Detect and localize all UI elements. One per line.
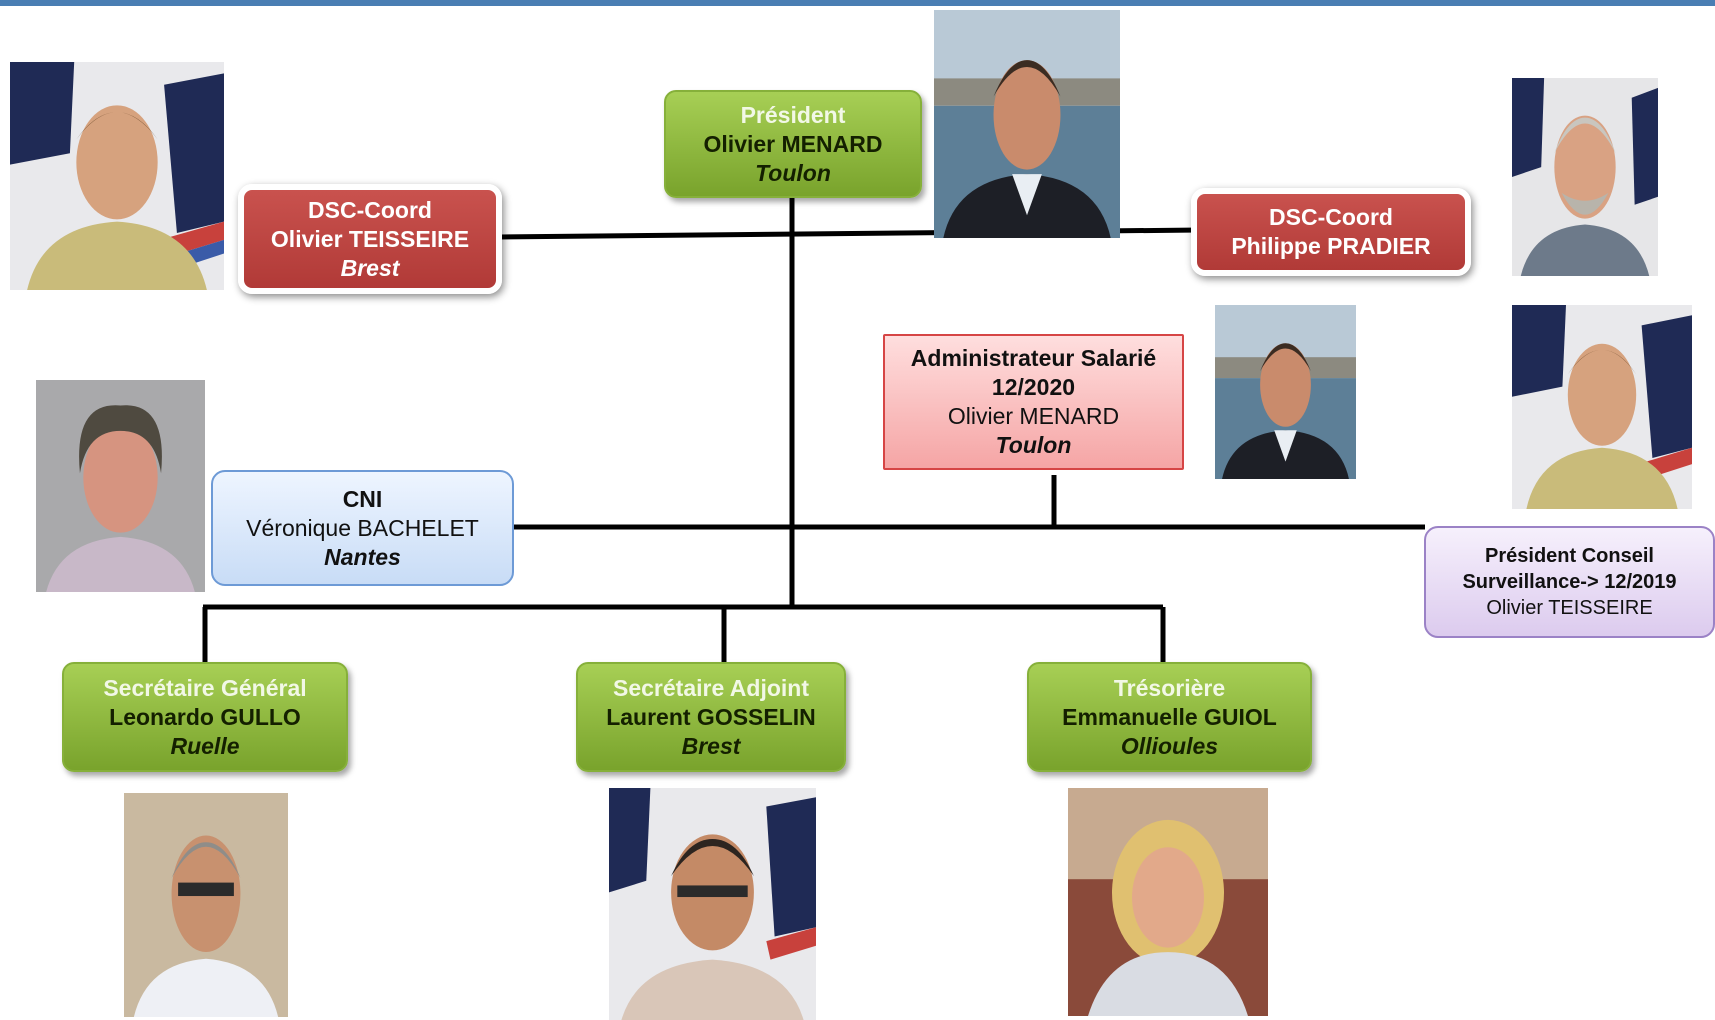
dsc-left-name: Olivier TEISSEIRE [270,225,470,252]
conseil-title-1: Président Conseil [1485,545,1654,567]
portrait-pradier [1512,78,1658,276]
portrait-gosselin [609,788,816,1020]
dsc-right-name: Philippe PRADIER [1231,233,1431,259]
president-title: Président [740,101,846,128]
administrateur-title: Administrateur Salarié [910,345,1157,371]
portrait-bachelet [36,380,205,592]
dsc-coord-right-box: DSC-Coord Philippe PRADIER [1191,188,1471,276]
tresoriere-box: Trésorière Emmanuelle GUIOL Ollioules [1027,662,1312,772]
sg-place: Ruelle [170,732,240,759]
portrait-gullo [124,793,288,1017]
tr-title: Trésorière [1113,674,1226,701]
portrait-menard-admin [1215,305,1356,479]
cni-name: Véronique BACHELET [246,514,479,541]
portrait-teisseire-right [1512,305,1692,509]
portrait-menard-top [934,10,1120,238]
conseil-title-2: Surveillance-> 12/2019 [1462,571,1677,593]
tr-place: Ollioules [1120,732,1219,759]
header-bar [0,0,1715,6]
administrateur-place: Toulon [995,432,1072,458]
sa-place: Brest [681,732,741,759]
cni-box: CNI Véronique BACHELET Nantes [211,470,514,586]
cni-title: CNI [342,485,383,512]
president-name: Olivier MENARD [703,130,883,157]
conseil-name: Olivier TEISSEIRE [1486,597,1653,619]
dsc-left-place: Brest [340,254,400,281]
sg-title: Secrétaire Général [103,674,307,701]
conseil-surveillance-box: Président Conseil Surveillance-> 12/2019… [1424,526,1715,638]
sa-name: Laurent GOSSELIN [606,703,816,730]
administrateur-name: Olivier MENARD [947,403,1120,429]
administrateur-date: 12/2020 [991,374,1076,400]
tr-name: Emmanuelle GUIOL [1062,703,1277,730]
secretaire-adjoint-box: Secrétaire Adjoint Laurent GOSSELIN Bres… [576,662,846,772]
cni-place: Nantes [324,543,401,570]
sa-title: Secrétaire Adjoint [613,674,809,701]
portrait-teisseire-top [10,62,224,290]
portrait-guiol [1068,788,1268,1016]
dsc-right-title: DSC-Coord [1269,204,1393,230]
sg-name: Leonardo GULLO [109,703,301,730]
secretaire-general-box: Secrétaire Général Leonardo GULLO Ruelle [62,662,348,772]
dsc-left-title: DSC-Coord [308,196,432,223]
dsc-coord-left-box: DSC-Coord Olivier TEISSEIRE Brest [238,184,502,294]
president-place: Toulon [755,159,831,186]
president-box: Président Olivier MENARD Toulon [664,90,922,198]
administrateur-box: Administrateur Salarié 12/2020 Olivier M… [883,334,1184,470]
